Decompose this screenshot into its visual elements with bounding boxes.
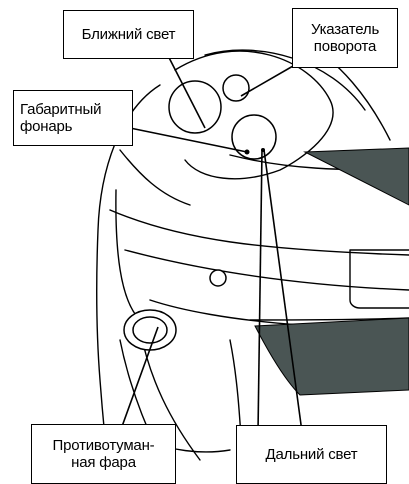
- label-low-beam: Ближний свет: [63, 10, 194, 59]
- dark-panel-upper: [305, 148, 409, 205]
- label-turn-signal: Указатель поворота: [292, 8, 398, 68]
- bumper-line-2: [125, 250, 409, 290]
- turn-signal-lamp: [223, 75, 249, 101]
- side-marker-dot: [245, 150, 250, 155]
- body-inner-curve: [120, 150, 190, 205]
- high-beam-lamp: [232, 115, 276, 159]
- dark-panel-lower: [255, 318, 409, 395]
- side-marker-lamp: [210, 270, 226, 286]
- bumper-line-1: [110, 210, 409, 255]
- leader-high-beam-1: [264, 150, 302, 432]
- plate-recess: [350, 250, 409, 308]
- leader-high-beam-2: [258, 150, 262, 432]
- body-fender-curve: [116, 190, 140, 320]
- fog-lamp-inner: [133, 317, 167, 343]
- high-beam-dot: [261, 148, 265, 152]
- label-side-marker: Габаритный фонарь: [13, 90, 133, 146]
- label-fog-light: Противотуман- ная фара: [31, 424, 176, 484]
- label-high-beam: Дальний свет: [236, 425, 387, 484]
